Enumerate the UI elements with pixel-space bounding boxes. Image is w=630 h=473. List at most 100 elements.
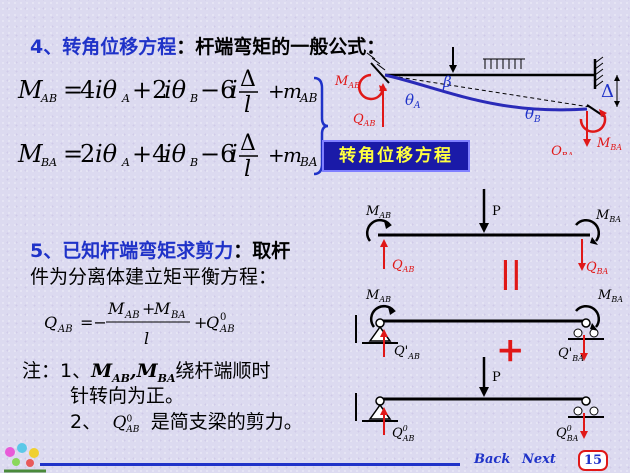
svg-text:iθ: iθ: [164, 76, 187, 104]
svg-text:4: 4: [80, 76, 95, 104]
svg-text:iθ: iθ: [95, 76, 118, 104]
mab-moment-arrow: [357, 73, 385, 101]
svg-text:MBA: MBA: [597, 288, 623, 304]
svg-text:+: +: [268, 79, 285, 103]
svg-text:A: A: [121, 92, 130, 105]
free-body-diagrams: P MAB MBA QAB QBA || MAB MBA Q'AB Q: [355, 189, 623, 443]
note-1: 注：1、MAB,MBA绕杆端顺时: [22, 356, 271, 385]
note-2-prefix: 2、: [70, 411, 102, 433]
svg-text:l: l: [144, 329, 149, 348]
heading-4-rest: ：杆端弯矩的一般公式：: [176, 36, 386, 58]
svg-text:Δ: Δ: [240, 131, 256, 156]
svg-text:QBA: QBA: [586, 260, 609, 276]
svg-text:+4: +4: [132, 140, 167, 168]
svg-text:+: +: [194, 313, 207, 332]
svg-text:iθ: iθ: [164, 140, 187, 168]
theta-b-label: θB: [525, 105, 541, 125]
note-2-rest: 是简支梁的剪力。: [150, 411, 303, 433]
end-moment-beam-diagram: MAB MBA Q'AB Q'BA +: [355, 288, 623, 370]
svg-text:Q0AB: Q0AB: [392, 424, 415, 443]
delta-label: Δ: [601, 81, 614, 102]
eq1-M: M: [17, 76, 44, 104]
p-label-2: P: [492, 370, 501, 385]
mba-moment-arrow: [579, 112, 607, 133]
svg-text:−6: −6: [200, 140, 235, 168]
mab-label: MAB: [334, 74, 360, 90]
heading-5: 5、已知杆端弯矩求剪力：取杆: [30, 236, 290, 263]
back-button[interactable]: Back: [474, 452, 511, 467]
svg-text:Q'BA: Q'BA: [558, 346, 584, 363]
svg-text:+: +: [268, 143, 285, 167]
left-fixed-support: [366, 52, 390, 84]
svg-text:Δ: Δ: [240, 67, 256, 92]
page-number: 15: [578, 450, 608, 471]
note-1-prefix: 注：1、: [22, 360, 92, 382]
next-button[interactable]: Next: [522, 452, 556, 467]
heading-5-number: 5、: [30, 240, 63, 262]
svg-text:i: i: [230, 76, 238, 104]
beta-label: β: [442, 73, 452, 91]
brace: [313, 76, 329, 176]
svg-text:0: 0: [220, 312, 226, 323]
deformed-beam-diagram: Δ MAB QAB θA β θB MBA QBA: [334, 47, 622, 155]
eq2-M-sub: BA: [40, 156, 57, 169]
svg-text:MAB: MAB: [365, 204, 391, 220]
heading-4-title: 转角位移方程: [62, 36, 177, 58]
qab-label: QAB: [353, 112, 375, 128]
qba-label: QBA: [551, 144, 574, 155]
note-1-rest: 绕杆端顺时: [175, 360, 271, 382]
heading-5-line2: 件为分离体建立矩平衡方程：: [30, 266, 278, 288]
note-1-symbols: MAB,MBA: [91, 360, 176, 385]
svg-text:AB: AB: [124, 310, 140, 321]
svg-text:=−: =−: [80, 313, 107, 332]
svg-text:MAB: MAB: [365, 288, 391, 304]
svg-text:l: l: [244, 93, 251, 118]
svg-text:l: l: [244, 157, 251, 182]
svg-text:AB: AB: [57, 324, 73, 335]
svg-text:=: =: [63, 140, 83, 168]
svg-text:QAB: QAB: [392, 258, 414, 274]
svg-text:AB: AB: [219, 324, 235, 335]
heading-4-number: 4、: [30, 36, 63, 58]
svg-text:A: A: [121, 156, 130, 169]
heading-5-title: 已知杆端弯矩求剪力: [62, 240, 234, 262]
deformed-curve: [384, 73, 588, 112]
svg-text:M: M: [153, 299, 171, 318]
svg-text:B: B: [189, 156, 198, 169]
svg-text:i: i: [230, 140, 238, 168]
right-fixed-support: [586, 56, 606, 118]
flower-decoration: [4, 443, 46, 473]
svg-text:m: m: [283, 143, 302, 167]
free-beam-diagram: P MAB MBA QAB QBA ||: [365, 189, 621, 291]
svg-text:−6: −6: [200, 76, 235, 104]
svg-text:2: 2: [80, 140, 95, 168]
svg-text:B: B: [189, 92, 198, 105]
mba-label: MBA: [596, 136, 622, 152]
slope-deflection-badge: 转角位移方程: [322, 140, 470, 172]
bottom-rule: [40, 463, 460, 466]
svg-text:Q'AB: Q'AB: [394, 344, 420, 361]
svg-text:BA: BA: [170, 310, 186, 321]
svg-text:M: M: [107, 299, 125, 318]
distributed-load: [483, 58, 525, 69]
svg-text:m: m: [283, 79, 302, 103]
theta-a-label: θA: [405, 91, 421, 111]
p-label-1: P: [492, 204, 501, 219]
svg-text:MBA: MBA: [595, 208, 621, 224]
heading-4: 4、转角位移方程：杆端弯矩的一般公式：: [30, 32, 385, 59]
svg-text:+: +: [142, 299, 155, 318]
note-2: 2、 Q0AB 是简支梁的剪力。: [70, 407, 303, 435]
svg-text:BA: BA: [299, 155, 318, 169]
svg-text:AB: AB: [299, 91, 318, 105]
eq1-M-sub: AB: [40, 92, 57, 105]
svg-text:Q: Q: [206, 313, 219, 332]
svg-text:Q: Q: [44, 313, 57, 332]
note-2-symbol: Q0AB: [107, 413, 140, 436]
heading-5-rest: ：取杆: [233, 240, 291, 262]
svg-text:+2: +2: [132, 76, 167, 104]
note-1-line2: 针转向为正。: [70, 385, 185, 407]
svg-text:iθ: iθ: [95, 140, 118, 168]
